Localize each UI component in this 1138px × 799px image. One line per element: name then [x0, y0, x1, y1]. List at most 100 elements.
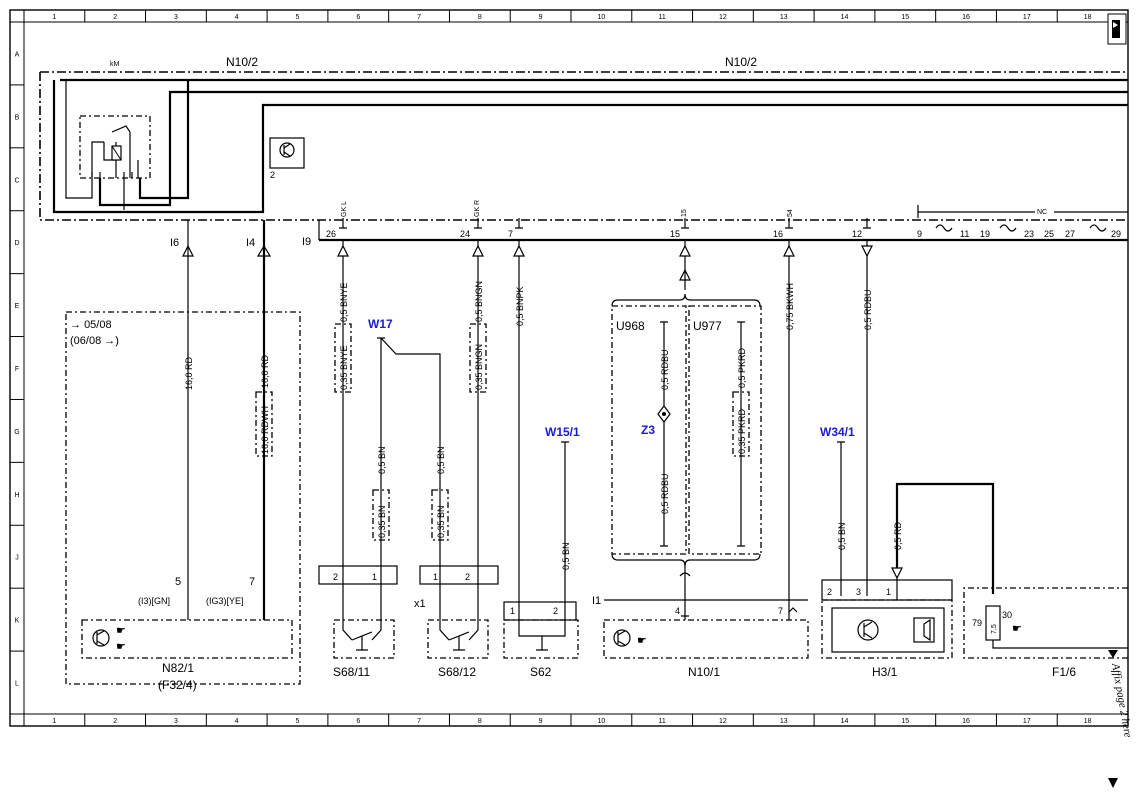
- splice-i6: I6: [170, 237, 179, 249]
- wire-05bngn: 0,5 BNGN: [474, 281, 484, 322]
- ground-w34-1: W34/1: [820, 425, 855, 439]
- row-label: H: [14, 492, 19, 499]
- s68-12-pin-b: 2: [465, 572, 470, 582]
- wire-05bn-b: 0,5 BN: [436, 446, 446, 474]
- tag-54: 54: [787, 209, 794, 217]
- nc-label: NC: [1037, 209, 1047, 216]
- bus-pin-27: 27: [1065, 229, 1075, 239]
- km-label: kM: [110, 61, 120, 68]
- s62-pin-a: 1: [510, 606, 515, 616]
- s62-name: S62: [530, 665, 552, 679]
- bus-pin-15: 15: [670, 229, 680, 239]
- column-label: 15: [901, 718, 909, 725]
- column-label: 8: [478, 718, 482, 725]
- wire-16rd-b: 16,0 RD: [260, 354, 270, 388]
- n82-name: N82/1: [162, 661, 194, 675]
- column-label: 18: [1084, 718, 1092, 725]
- column-label: 2: [113, 718, 117, 725]
- f1-6-fusebox: 7,5 79 30 ☛ F1/6: [963, 587, 1128, 679]
- wire-05pkrd: 0,5 PKRD: [737, 347, 747, 388]
- bus-pin-12: 12: [852, 229, 862, 239]
- wire-16rd-a: 16,0 RD: [184, 356, 194, 390]
- row-label: A: [15, 51, 20, 58]
- s68-11-switch: 0,5 BNYE 0,35 BNYE W17 0,5 BN 0,35 BN 2 …: [318, 240, 441, 679]
- x1-label: x1: [414, 598, 426, 610]
- s68-11-pin-b: 1: [372, 572, 377, 582]
- n82-pin5: 5: [175, 576, 181, 588]
- column-label: 10: [597, 718, 605, 725]
- bus-pin-29: 29: [1111, 229, 1121, 239]
- column-label: 10: [597, 14, 605, 21]
- row-label: E: [15, 303, 20, 310]
- wire-035bn-b: 0,35 BN: [436, 505, 446, 538]
- ground-w15-1: W15/1: [545, 425, 580, 439]
- splice-i4: I4: [246, 237, 255, 249]
- s68-11-name: S68/11: [333, 665, 370, 679]
- n82-hand-icon-2: ☛: [116, 641, 126, 653]
- column-label: 13: [780, 14, 788, 21]
- column-label: 12: [719, 718, 727, 725]
- h3-pin-c: 1: [886, 587, 891, 597]
- h3-pin-a: 2: [827, 587, 832, 597]
- ground-w17: W17: [368, 317, 393, 331]
- wire-035bngn: 0,35 BNGN: [474, 344, 484, 390]
- n82-pin7: 7: [249, 576, 255, 588]
- column-label: 6: [356, 718, 360, 725]
- column-label: 1: [52, 718, 56, 725]
- wire-05bn-d: 0,5 BN: [837, 522, 847, 550]
- column-label: 14: [841, 14, 849, 21]
- wire-05rd: 0,5 RD: [893, 521, 903, 550]
- s68-11-pin-a: 2: [333, 572, 338, 582]
- column-label: 11: [659, 14, 666, 21]
- tag-gk-r: GK R: [474, 200, 481, 217]
- row-label: C: [14, 177, 19, 184]
- tag-15: 15: [681, 209, 688, 217]
- n10-2-label-left: N10/2: [226, 55, 258, 69]
- variant-block: U968 U977 Z3 0,5 RDBU 0,5 RDBU 0,5 PKRD …: [611, 240, 762, 600]
- wire-16rdwh: 16,0 RDWH: [260, 406, 270, 454]
- bus-pin-16: 16: [773, 229, 783, 239]
- diagram-frame: 1122334455667788991010111112121313141415…: [9, 9, 1129, 727]
- n82-year-from: → 05/08: [70, 319, 112, 331]
- column-label: 4: [235, 14, 239, 21]
- bus-pin-19: 19: [980, 229, 990, 239]
- column-label: 2: [113, 14, 117, 21]
- n10-1-module: 0,75 BKWH I1 4 7 ☛ N10/1: [592, 240, 809, 679]
- n82-hand-icon: ☛: [116, 625, 126, 637]
- splices: I6 I4: [170, 237, 272, 257]
- row-label: L: [15, 681, 19, 688]
- column-label: 17: [1023, 718, 1031, 725]
- bus-pin-9: 9: [917, 229, 922, 239]
- row-label: J: [15, 555, 19, 562]
- f1-6-name: F1/6: [1052, 665, 1076, 679]
- column-label: 5: [296, 14, 300, 21]
- n10-1-hand-icon: ☛: [637, 635, 647, 647]
- n82-1-module: → 05/08 (06/08 →) 5 7 (I3)[GN] (IG3)[YE]…: [65, 311, 301, 692]
- i1-label: I1: [592, 595, 601, 607]
- n10-1-pin-b: 7: [778, 606, 783, 616]
- row-label: D: [14, 240, 19, 247]
- wire-05bnye: 0,5 BNYE: [339, 282, 349, 322]
- column-label: 11: [659, 718, 666, 725]
- column-label: 17: [1023, 14, 1031, 21]
- f1-hand-icon: ☛: [1012, 623, 1022, 635]
- column-label: 15: [901, 14, 909, 21]
- column-label: 3: [174, 14, 178, 21]
- n10-2-pin2: 2: [270, 170, 275, 180]
- n10-1-name: N10/1: [688, 665, 720, 679]
- wire-05rdbu-c: 0,5 RDBU: [863, 289, 873, 330]
- bus-connector-ticks: [339, 218, 871, 229]
- s68-12-name: S68/12: [438, 665, 476, 679]
- wire-035bnye: 0,35 BNYE: [339, 345, 349, 390]
- row-label: K: [15, 618, 20, 625]
- affix-note: Affix page 2 here: [1108, 650, 1134, 788]
- s68-12-pin-a: 1: [433, 572, 438, 582]
- bus-i9: I9: [302, 220, 1128, 248]
- fuse-value: 7,5: [991, 624, 998, 634]
- wire-035bn-a: 0,35 BN: [377, 505, 387, 538]
- bus-pin-24: 24: [460, 229, 470, 239]
- column-label: 1: [52, 14, 56, 21]
- s62-switch: 0,5 BNPK W15/1 0,5 BN 1 2 S62: [503, 240, 580, 679]
- bus-label: I9: [302, 236, 311, 248]
